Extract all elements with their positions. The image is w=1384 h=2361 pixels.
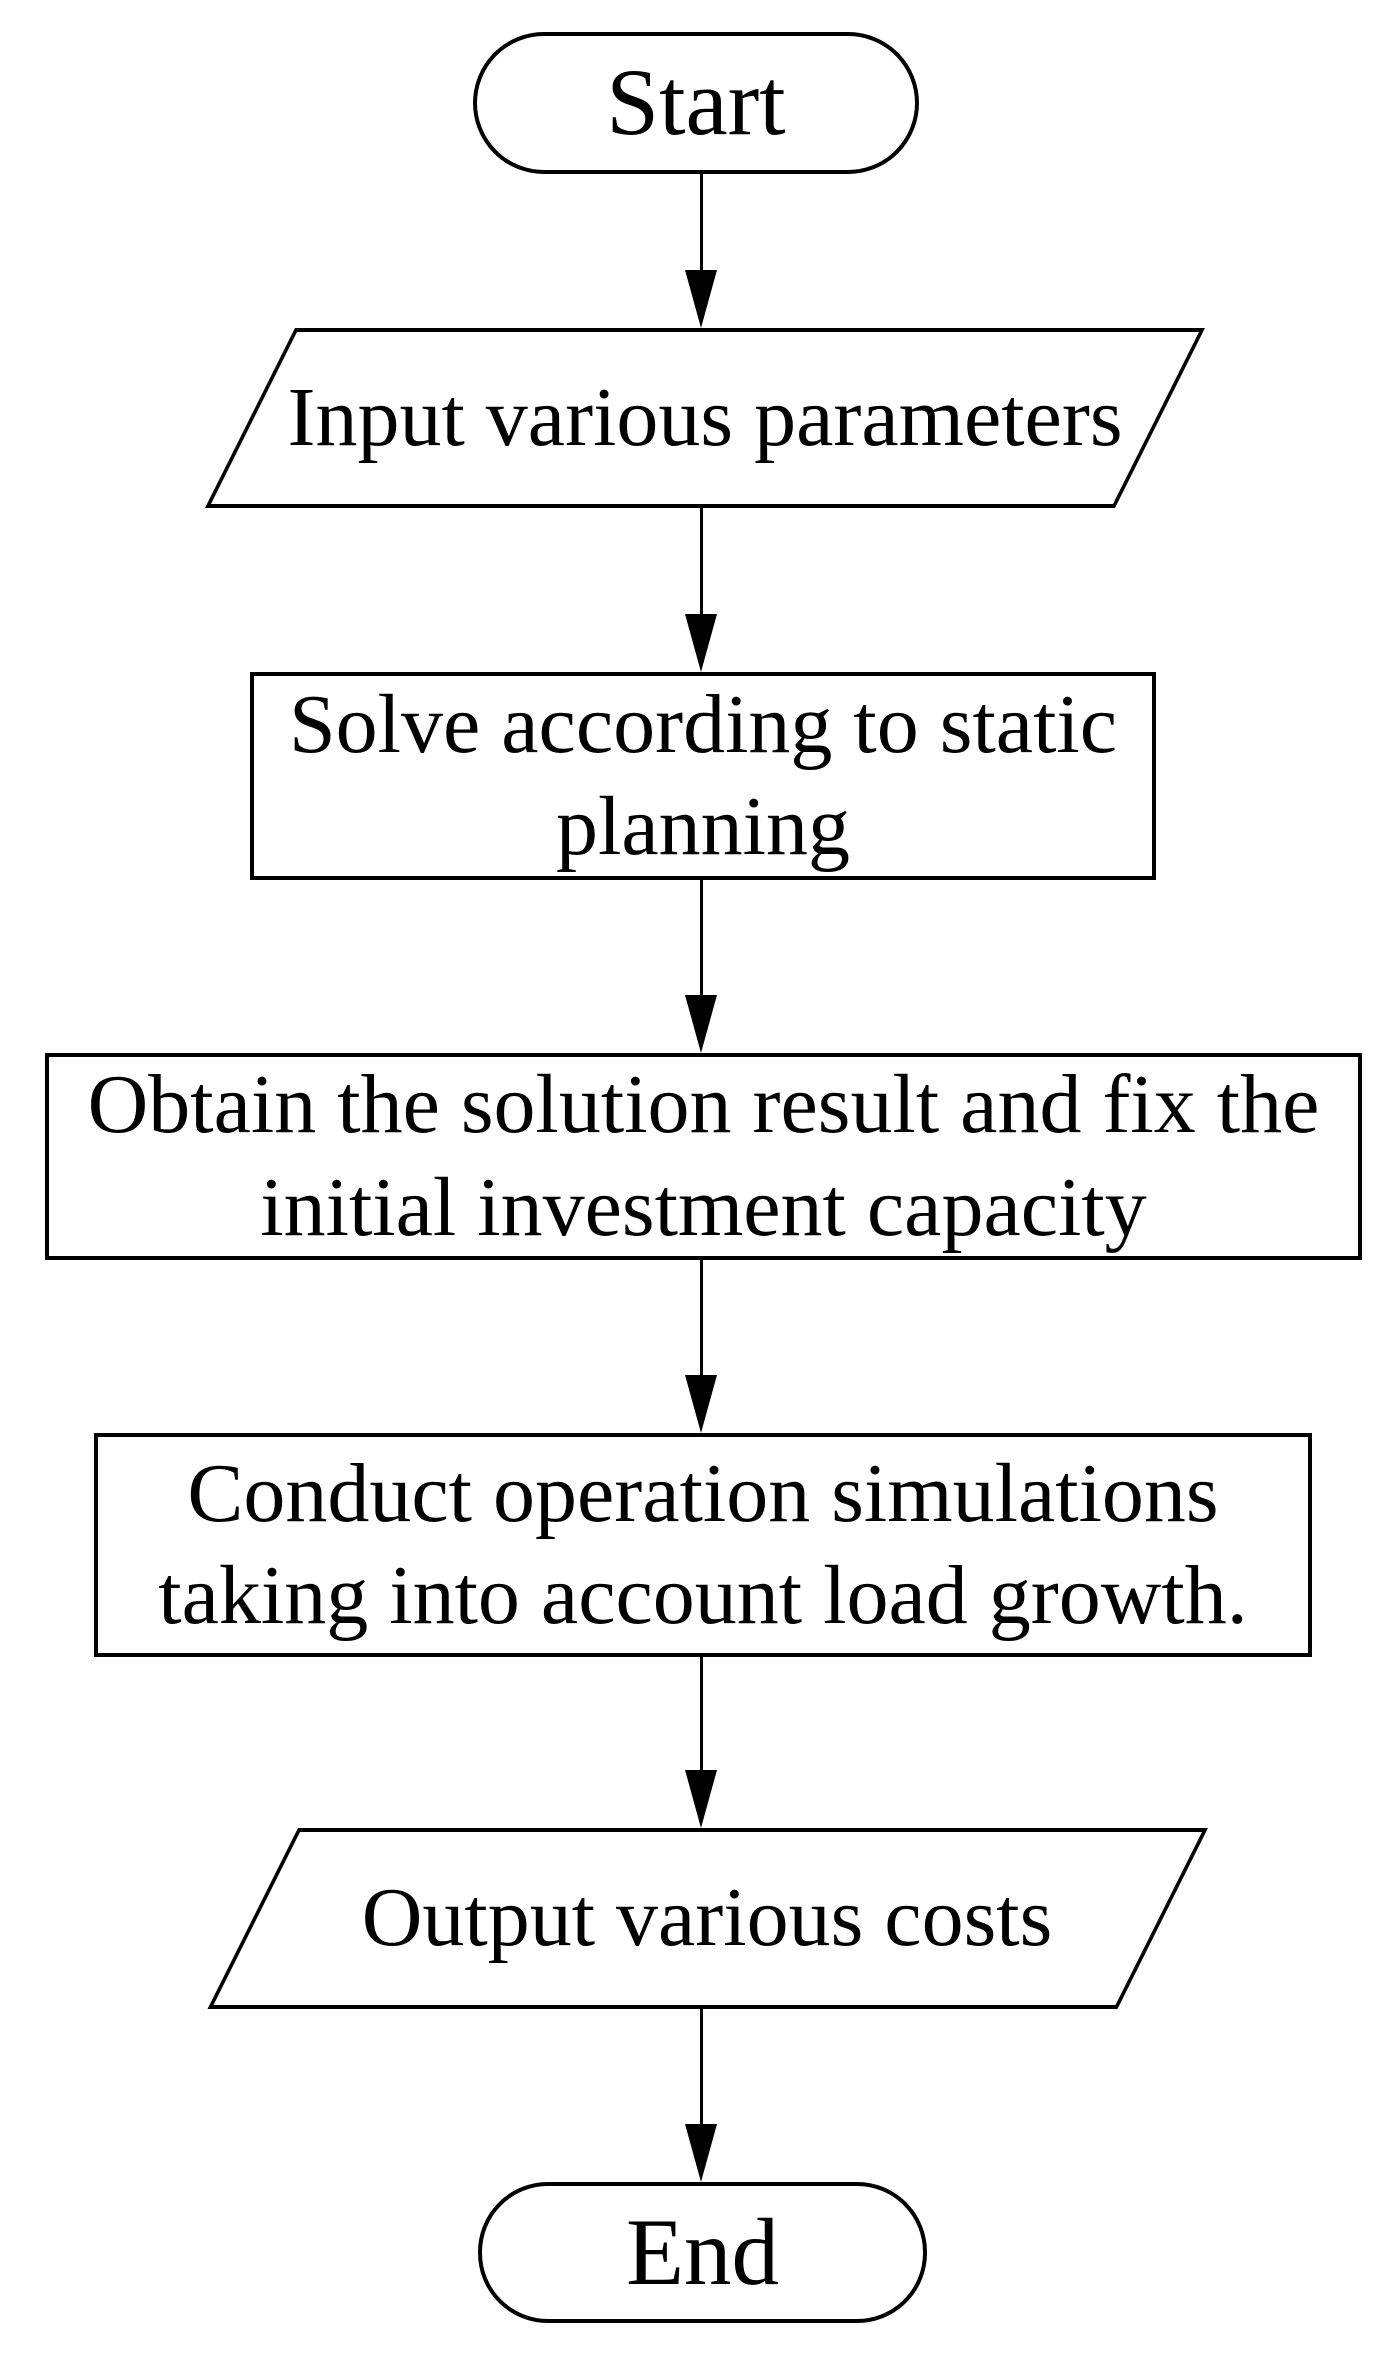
node-label-input: Input various parameters — [287, 370, 1123, 464]
arrowhead-down-icon — [685, 1375, 717, 1433]
arrow-stem — [699, 1260, 703, 1375]
node-label-obtain: Obtain the solution result and fix the i… — [87, 1058, 1320, 1254]
arrow-stem — [699, 1657, 703, 1770]
arrow-obtain-to-simulate — [685, 1260, 717, 1433]
flowchart-node-input: Input various parameters — [204, 328, 1205, 508]
arrowhead-down-icon — [685, 270, 717, 328]
node-label-simulate: Conduct operation simulations taking int… — [158, 1446, 1248, 1642]
arrow-input-to-solve — [685, 508, 717, 672]
arrowhead-down-icon — [685, 1770, 717, 1828]
arrow-simulate-to-output — [685, 1657, 717, 1828]
arrow-stem — [699, 508, 703, 614]
flowchart-node-output: Output various costs — [206, 1828, 1208, 2009]
node-label-output: Output various costs — [361, 1871, 1053, 1965]
flowchart-node-solve: Solve according to static planning — [250, 672, 1156, 880]
arrow-solve-to-obtain — [685, 880, 717, 1053]
arrow-stem — [699, 2009, 703, 2124]
arrowhead-down-icon — [685, 2124, 717, 2182]
arrow-stem — [699, 174, 703, 270]
arrow-output-to-end — [685, 2009, 717, 2182]
arrowhead-down-icon — [685, 614, 717, 672]
flowchart-node-end: End — [478, 2182, 927, 2323]
arrow-start-to-input — [685, 174, 717, 328]
flowchart-node-simulate: Conduct operation simulations taking int… — [94, 1433, 1312, 1657]
node-label-end: End — [625, 2198, 780, 2305]
arrow-stem — [699, 880, 703, 995]
arrowhead-down-icon — [685, 995, 717, 1053]
node-label-solve: Solve according to static planning — [288, 677, 1118, 873]
node-label-start: Start — [606, 49, 786, 156]
flowchart-node-obtain: Obtain the solution result and fix the i… — [45, 1053, 1362, 1260]
flowchart-node-start: Start — [473, 32, 919, 174]
